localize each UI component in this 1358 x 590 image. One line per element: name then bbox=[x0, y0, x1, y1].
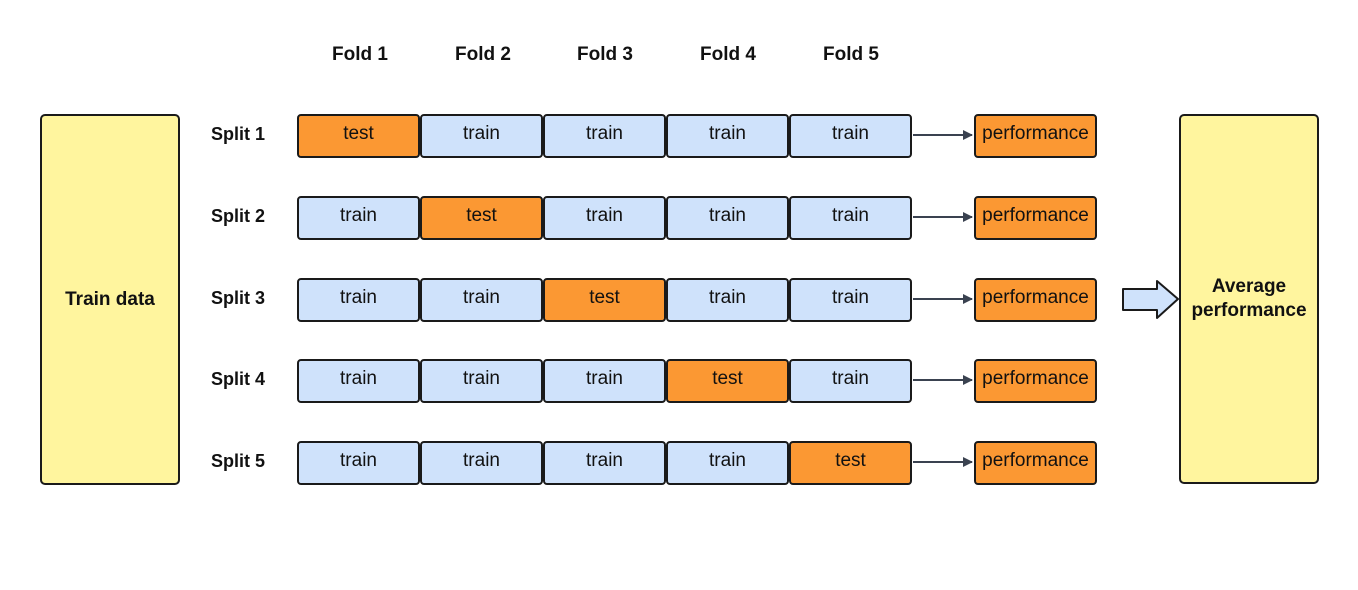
performance-box: performance bbox=[974, 196, 1097, 240]
performance-box: performance bbox=[974, 359, 1097, 403]
fold-header-3: Fold 3 bbox=[577, 44, 633, 65]
fold-cell-label: train bbox=[463, 123, 500, 144]
train-fold-cell: train bbox=[297, 359, 420, 403]
fold-cell-label: train bbox=[463, 450, 500, 471]
fold-cell-label: train bbox=[709, 205, 746, 226]
fold-cell-label: train bbox=[586, 368, 623, 389]
fold-header-2: Fold 2 bbox=[455, 44, 511, 65]
test-fold-cell: test bbox=[543, 278, 666, 322]
performance-box: performance bbox=[974, 441, 1097, 485]
fold-cell-label: test bbox=[343, 123, 374, 144]
fold-cell-label: train bbox=[586, 205, 623, 226]
block-arrow-right-icon bbox=[1122, 280, 1179, 319]
train-fold-cell: train bbox=[420, 278, 543, 322]
fold-cell-label: train bbox=[463, 287, 500, 308]
train-fold-cell: train bbox=[789, 359, 912, 403]
average-performance-line2: performance bbox=[1191, 300, 1307, 321]
fold-cell-label: train bbox=[832, 205, 869, 226]
fold-cell-label: train bbox=[709, 450, 746, 471]
performance-label: performance bbox=[982, 450, 1089, 471]
train-data-label: Train data bbox=[65, 288, 155, 310]
train-fold-cell: train bbox=[666, 114, 789, 158]
average-performance-box: Average performance bbox=[1179, 114, 1319, 484]
train-fold-cell: train bbox=[789, 196, 912, 240]
split-label-5: Split 5 bbox=[210, 451, 265, 471]
train-fold-cell: train bbox=[789, 278, 912, 322]
test-fold-cell: test bbox=[666, 359, 789, 403]
train-fold-cell: train bbox=[297, 441, 420, 485]
train-fold-cell: train bbox=[543, 196, 666, 240]
train-fold-cell: train bbox=[666, 278, 789, 322]
fold-cell-label: train bbox=[586, 123, 623, 144]
train-data-box: Train data bbox=[40, 114, 180, 485]
split-label-4: Split 4 bbox=[210, 369, 265, 389]
train-fold-cell: train bbox=[666, 441, 789, 485]
performance-box: performance bbox=[974, 114, 1097, 158]
fold-cell-label: train bbox=[340, 450, 377, 471]
train-fold-cell: train bbox=[789, 114, 912, 158]
fold-cell-label: test bbox=[466, 205, 497, 226]
fold-cell-label: test bbox=[589, 287, 620, 308]
performance-label: performance bbox=[982, 205, 1089, 226]
performance-label: performance bbox=[982, 287, 1089, 308]
fold-cell-label: train bbox=[340, 287, 377, 308]
train-fold-cell: train bbox=[297, 278, 420, 322]
performance-label: performance bbox=[982, 123, 1089, 144]
train-fold-cell: train bbox=[420, 359, 543, 403]
fold-cell-label: test bbox=[835, 450, 866, 471]
fold-cell-label: train bbox=[586, 450, 623, 471]
fold-cell-label: train bbox=[709, 123, 746, 144]
fold-header-4: Fold 4 bbox=[700, 44, 756, 65]
test-fold-cell: test bbox=[789, 441, 912, 485]
train-fold-cell: train bbox=[420, 441, 543, 485]
fold-cell-label: test bbox=[712, 368, 743, 389]
split-label-3: Split 3 bbox=[210, 288, 265, 308]
train-fold-cell: train bbox=[543, 441, 666, 485]
fold-cell-label: train bbox=[709, 287, 746, 308]
fold-cell-label: train bbox=[340, 205, 377, 226]
fold-cell-label: train bbox=[340, 368, 377, 389]
fold-header-5: Fold 5 bbox=[823, 44, 879, 65]
train-fold-cell: train bbox=[543, 359, 666, 403]
average-performance-line1: Average bbox=[1211, 276, 1287, 297]
train-fold-cell: train bbox=[666, 196, 789, 240]
split-label-1: Split 1 bbox=[210, 124, 265, 144]
performance-label: performance bbox=[982, 368, 1089, 389]
test-fold-cell: test bbox=[420, 196, 543, 240]
train-fold-cell: train bbox=[420, 114, 543, 158]
performance-box: performance bbox=[974, 278, 1097, 322]
fold-header-1: Fold 1 bbox=[332, 44, 388, 65]
fold-cell-label: train bbox=[832, 368, 869, 389]
fold-cell-label: train bbox=[832, 123, 869, 144]
fold-cell-label: train bbox=[463, 368, 500, 389]
train-fold-cell: train bbox=[543, 114, 666, 158]
fold-cell-label: train bbox=[832, 287, 869, 308]
split-label-2: Split 2 bbox=[210, 206, 265, 226]
train-fold-cell: train bbox=[297, 196, 420, 240]
test-fold-cell: test bbox=[297, 114, 420, 158]
